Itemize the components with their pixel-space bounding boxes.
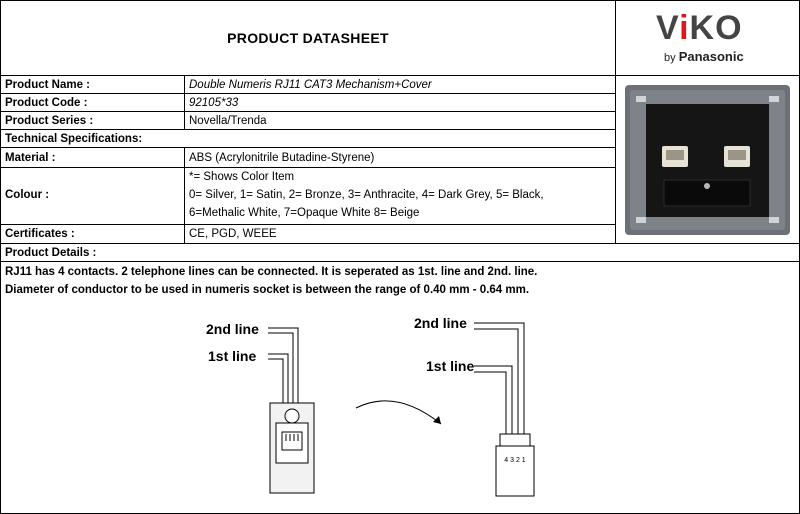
row-divider (1, 147, 615, 148)
colour-codes-line1: 0= Silver, 1= Satin, 2= Bronze, 3= Anthr… (189, 189, 544, 201)
mount-slot (636, 96, 646, 102)
page-title: PRODUCT DATASHEET (227, 30, 389, 46)
product-series-value: Novella/Trenda (189, 115, 267, 127)
plug-collar (499, 433, 531, 447)
product-photo (625, 85, 790, 235)
plug-pin-numbers: 4 3 2 1 (504, 457, 526, 464)
right-wires (474, 322, 525, 434)
colour-note: *= Shows Color Item (189, 171, 295, 183)
panasonic-logo: by Panasonic (664, 49, 744, 64)
row-divider (1, 224, 615, 225)
cell-divider (184, 148, 185, 225)
left-1st-line-label: 1st line (208, 348, 256, 364)
wiring-diagram: 2nd line 1st line 2nd line 1st line (206, 315, 535, 497)
screw-icon (704, 183, 710, 189)
row-divider (1, 111, 615, 112)
row-divider (1, 243, 799, 244)
details-line2: Diameter of conductor to be used in nume… (5, 284, 530, 296)
wire (268, 332, 294, 426)
wire (474, 371, 507, 434)
certificates-label: Certificates : (5, 228, 75, 240)
mount-slot (769, 96, 779, 102)
cell-divider (184, 112, 185, 130)
wire (268, 327, 299, 426)
brand-logo: ViKO by Panasonic (616, 1, 799, 75)
product-code-label: Product Code : (5, 97, 88, 109)
wire (268, 353, 289, 426)
wire (474, 365, 513, 434)
port-contacts (666, 150, 684, 160)
mount-slot (636, 217, 646, 223)
row-divider (1, 75, 799, 76)
product-name-value: Double Numeris RJ11 CAT3 Mechanism+Cover (189, 79, 432, 91)
product-name-label: Product Name : (5, 79, 90, 91)
cell-divider (184, 76, 185, 94)
arrow-icon (355, 400, 442, 425)
rj11-jack-icon (281, 431, 303, 451)
colour-codes-line2: 6=Methalic White, 7=Opaque White 8= Beig… (189, 207, 420, 219)
product-code-value: 92105*33 (189, 97, 239, 109)
port-contacts (728, 150, 746, 160)
mount-slot (769, 217, 779, 223)
column-divider (615, 1, 616, 244)
right-1st-line-label: 1st line (426, 358, 474, 374)
row-divider (1, 129, 615, 130)
arrow-head-icon (433, 416, 441, 424)
viko-logo: ViKO (656, 9, 743, 47)
row-divider (1, 167, 615, 168)
material-value: ABS (Acrylonitrile Butadine-Styrene) (189, 152, 375, 164)
wire (474, 328, 519, 434)
left-2nd-line-label: 2nd line (206, 321, 259, 337)
product-series-label: Product Series : (5, 115, 94, 127)
row-divider (1, 93, 615, 94)
colour-label: Colour : (5, 189, 50, 201)
material-label: Material : (5, 152, 56, 164)
row-divider (1, 261, 799, 262)
cell-divider (184, 225, 185, 244)
wire (474, 322, 525, 434)
terminal-screw-icon (284, 408, 300, 424)
cell-divider (184, 94, 185, 112)
left-wires (268, 327, 299, 426)
technical-specs-label: Technical Specifications: (5, 133, 143, 145)
right-2nd-line-label: 2nd line (414, 315, 467, 331)
certificates-value: CE, PGD, WEEE (189, 228, 277, 240)
product-details-label: Product Details : (5, 247, 97, 259)
details-line1: RJ11 has 4 contacts. 2 telephone lines c… (5, 266, 538, 278)
plug-body (495, 445, 535, 497)
